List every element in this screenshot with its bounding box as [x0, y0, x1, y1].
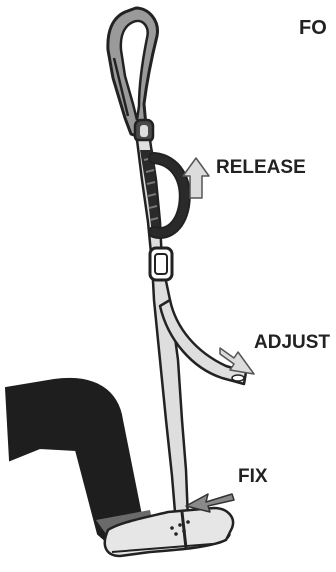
label-adjust: ADJUST	[254, 332, 330, 353]
label-release: RELEASE	[216, 157, 306, 178]
carabiner-icon	[108, 8, 158, 138]
title-fragment: FO	[299, 17, 327, 39]
buckle	[150, 248, 172, 280]
keeper-ring	[135, 120, 153, 142]
label-fix: FIX	[238, 466, 268, 487]
